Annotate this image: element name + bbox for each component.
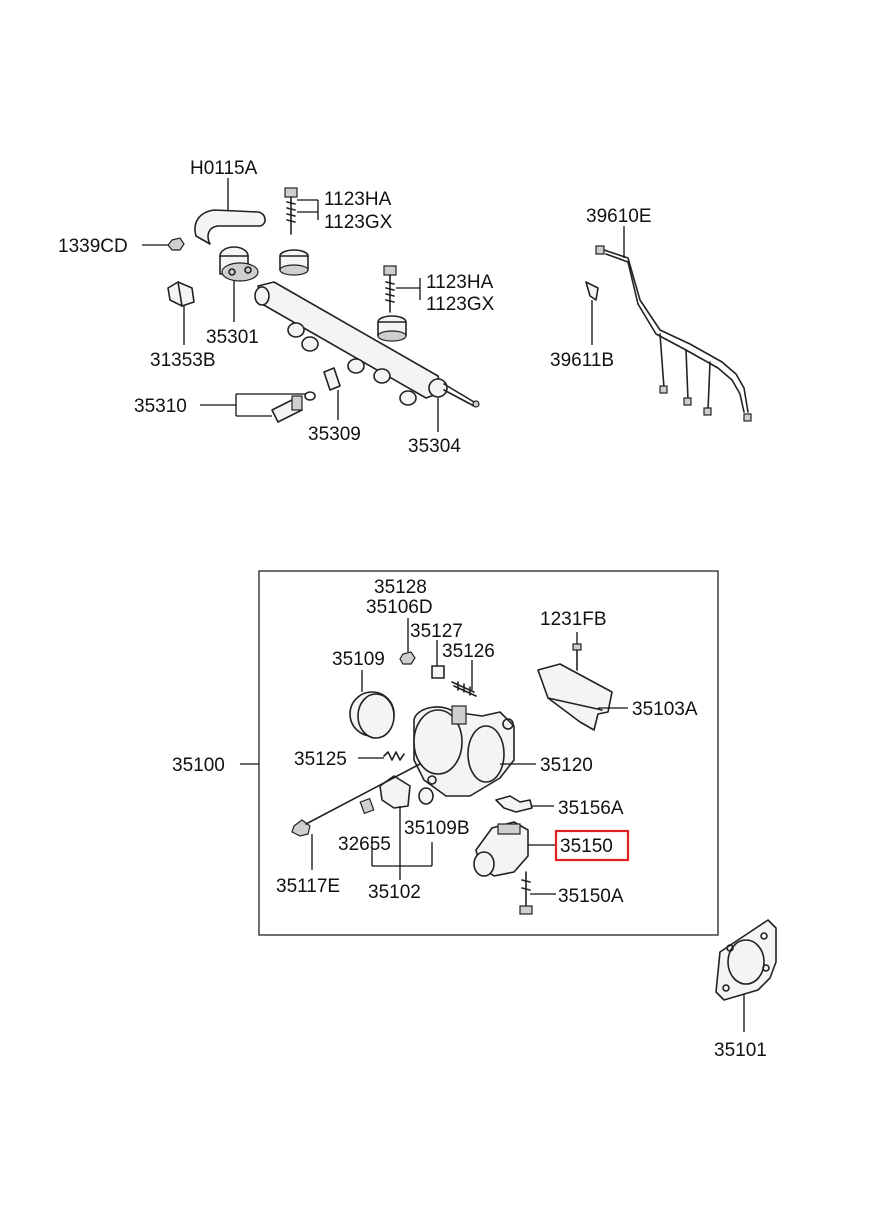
label-35304[interactable]: 35304 — [408, 436, 461, 457]
bolt-35150a[interactable] — [519, 871, 533, 915]
label-32655[interactable]: 32655 — [338, 834, 391, 855]
bolt-1123ha-right[interactable] — [383, 265, 397, 313]
pressure-regulator-35301[interactable] — [219, 246, 259, 282]
label-35106d[interactable]: 35106D — [366, 597, 433, 618]
label-35102[interactable]: 35102 — [368, 882, 421, 903]
nut-35106d[interactable] — [399, 651, 416, 665]
label-35101[interactable]: 35101 — [714, 1040, 767, 1061]
label-35120[interactable]: 35120 — [540, 755, 593, 776]
gasket-35156a[interactable] — [495, 795, 533, 813]
label-35109b[interactable]: 35109B — [404, 818, 470, 839]
screw-35117e[interactable] — [291, 763, 421, 837]
gasket-35101[interactable] — [715, 919, 777, 1001]
throttle-body-35120[interactable] — [413, 705, 515, 797]
label-35127[interactable]: 35127 — [410, 621, 463, 642]
label-35309[interactable]: 35309 — [308, 424, 361, 445]
label-35128[interactable]: 35128 — [374, 577, 427, 598]
label-39610e[interactable]: 39610E — [586, 206, 652, 227]
label-35117e[interactable]: 35117E — [276, 876, 340, 897]
label-1123ha-top[interactable]: 1123HA — [324, 189, 392, 210]
label-1339cd[interactable]: 1339CD — [58, 236, 128, 257]
tps-35102[interactable] — [359, 775, 434, 815]
spacer-top[interactable] — [279, 249, 309, 276]
seal-35109[interactable] — [349, 691, 395, 739]
idle-speed-actuator-35150[interactable] — [473, 821, 529, 877]
label-35103a[interactable]: 35103A — [632, 699, 698, 720]
hose-h0115a[interactable] — [194, 209, 266, 245]
label-35109[interactable]: 35109 — [332, 649, 385, 670]
bolt-1123ha-top[interactable] — [284, 187, 298, 235]
label-35156a[interactable]: 35156A — [558, 798, 624, 819]
harness-39610e[interactable] — [595, 245, 752, 422]
clip-31353b[interactable] — [167, 281, 195, 307]
label-35310[interactable]: 35310 — [134, 396, 187, 417]
label-31353b[interactable]: 31353B — [150, 350, 216, 371]
label-35150a[interactable]: 35150A — [558, 886, 624, 907]
label-1123gx-right[interactable]: 1123GX — [426, 294, 495, 315]
labels: H0115A 1123HA 1123GX 1339CD 1123HA 1123G… — [58, 158, 767, 1061]
spacer-right[interactable] — [377, 315, 407, 342]
label-35150[interactable]: 35150 — [560, 836, 613, 857]
label-39611b[interactable]: 39611B — [550, 350, 614, 371]
injector-35310[interactable] — [271, 391, 316, 423]
label-1123ha-right[interactable]: 1123HA — [426, 272, 494, 293]
clip-35309[interactable] — [323, 367, 341, 391]
label-35125[interactable]: 35125 — [294, 749, 347, 770]
bracket-39611b[interactable] — [585, 281, 599, 301]
cap-35127[interactable] — [431, 665, 445, 679]
fuel-rail-35304[interactable] — [254, 281, 480, 408]
bracket-35103a[interactable] — [537, 663, 613, 731]
label-35100[interactable]: 35100 — [172, 755, 225, 776]
label-h0115a[interactable]: H0115A — [190, 158, 258, 179]
label-35301[interactable]: 35301 — [206, 327, 259, 348]
throttle-body-group — [291, 618, 628, 915]
nut-1339cd[interactable] — [167, 237, 185, 251]
spring-35125[interactable] — [383, 751, 405, 761]
screw-1231fb[interactable] — [572, 643, 582, 671]
label-35126[interactable]: 35126 — [442, 641, 495, 662]
label-1231fb[interactable]: 1231FB — [540, 609, 607, 630]
label-1123gx-top[interactable]: 1123GX — [324, 212, 393, 233]
highlight-box-35150[interactable] — [554, 829, 630, 862]
screw-35126[interactable] — [451, 681, 477, 697]
wiring-harness-group — [585, 226, 752, 422]
fuel-rail-group — [142, 178, 480, 432]
throttle-body-box — [258, 570, 719, 936]
